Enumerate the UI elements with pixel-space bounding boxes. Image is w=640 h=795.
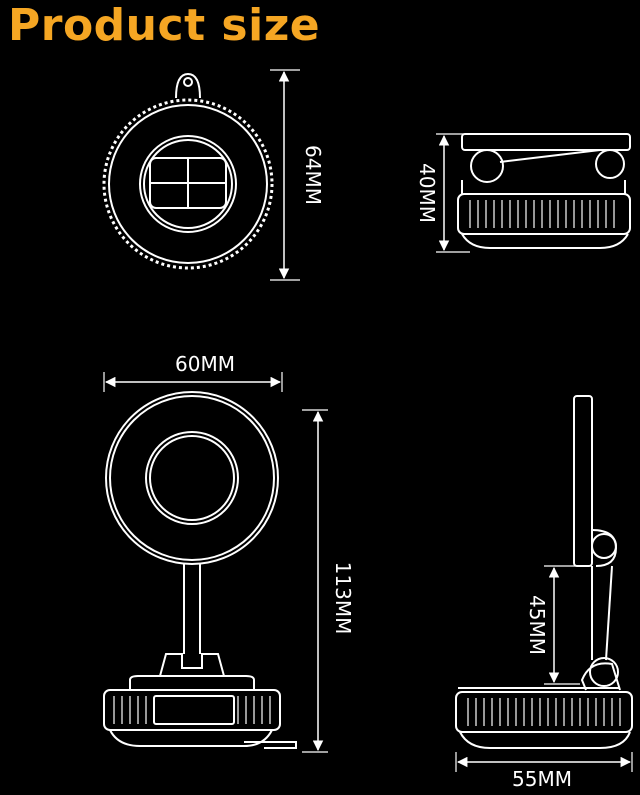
- dimension-40mm: 40MM: [415, 133, 470, 253]
- label-64mm: 64MM: [301, 145, 325, 205]
- label-40mm: 40MM: [415, 163, 439, 223]
- dimension-64mm: 64MM: [270, 69, 325, 281]
- label-113mm: 113MM: [331, 562, 355, 635]
- dimension-60mm: 60MM: [103, 352, 283, 392]
- dimension-55mm: 55MM: [455, 752, 633, 791]
- side-folded-drawing: [457, 133, 631, 249]
- label-55mm: 55MM: [512, 767, 572, 791]
- page-title: Product size: [8, 0, 321, 51]
- label-45mm: 45MM: [525, 595, 549, 655]
- top-view-drawing: [102, 72, 274, 270]
- dimension-113mm: 113MM: [302, 409, 355, 753]
- dimension-45mm: 45MM: [525, 565, 580, 685]
- side-unfolded-drawing: [455, 395, 633, 749]
- label-60mm: 60MM: [175, 352, 235, 376]
- front-view-drawing: [103, 391, 297, 749]
